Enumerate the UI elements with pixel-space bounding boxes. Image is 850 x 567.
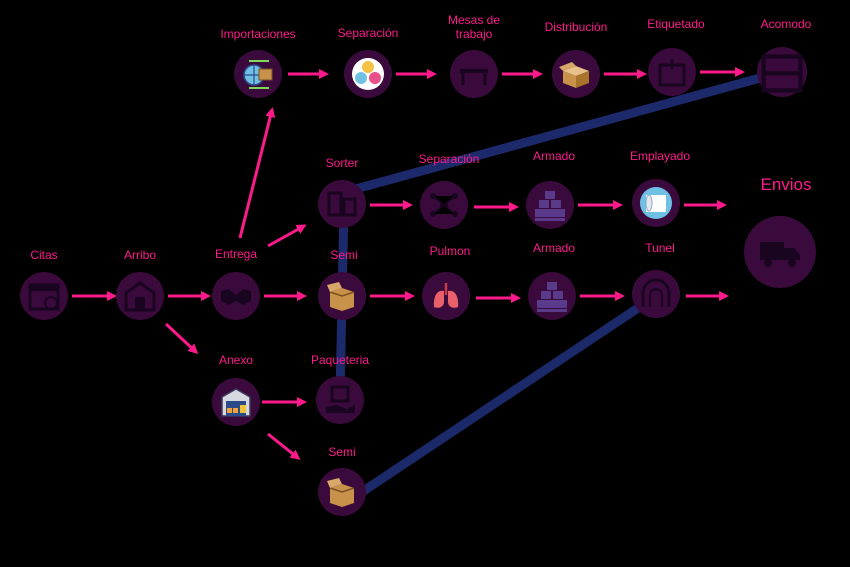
truck-icon (760, 242, 800, 267)
node-etiquetado[interactable] (648, 48, 696, 96)
node-citas[interactable] (20, 272, 68, 320)
label-distribucion: Distribución (544, 20, 608, 34)
node-envios[interactable] (744, 216, 816, 288)
node-acomodo[interactable] (757, 47, 807, 97)
label-entrega: Entrega (214, 247, 258, 261)
arrow-entrega-importaciones (238, 107, 276, 239)
node-pulmon[interactable] (422, 272, 470, 320)
label-armado-top: Armado (532, 149, 576, 163)
label-citas: Citas (30, 248, 58, 262)
label-sorter: Sorter (325, 156, 359, 170)
label-separacion-mid: Separación (418, 152, 480, 166)
network-icon (430, 193, 458, 217)
pallet-boxes-icon (537, 282, 567, 312)
node-arribo[interactable] (116, 272, 164, 320)
node-paqueteria[interactable] (316, 376, 364, 424)
label-box-icon (658, 59, 686, 87)
label-armado-mid: Armado (532, 241, 576, 255)
label-mesas-line1: Mesas de (447, 13, 501, 27)
node-armado-top[interactable] (526, 181, 574, 229)
tunnel-icon (641, 278, 671, 307)
node-mesas[interactable] (450, 50, 498, 98)
node-separacion-mid[interactable] (420, 181, 468, 229)
open-box-icon (327, 282, 355, 311)
label-tunel: Tunel (645, 241, 675, 255)
label-anexo: Anexo (218, 353, 254, 367)
wrap-roll-icon (640, 187, 672, 219)
label-envios: Envios (760, 175, 812, 194)
node-entrega[interactable] (212, 272, 260, 320)
node-importaciones[interactable] (234, 50, 282, 98)
arrow-arribo-anexo (164, 322, 199, 355)
label-semi-mid: Semi (330, 248, 358, 262)
arrow-entrega-sorter (267, 224, 307, 248)
work-table-icon (460, 69, 488, 85)
connector-semi-tunel (345, 295, 655, 505)
label-arribo: Arribo (123, 248, 156, 262)
node-semi-mid[interactable] (318, 272, 366, 320)
sorter-icon (327, 191, 357, 217)
node-sorter[interactable] (318, 180, 366, 228)
node-anexo[interactable] (212, 378, 260, 426)
label-semi-low: Semi (328, 445, 356, 459)
node-semi-low[interactable] (318, 468, 366, 516)
warehouse-annex-icon (221, 388, 251, 417)
warehouse-icon (124, 281, 156, 312)
label-emplayado: Emplayado (629, 149, 691, 163)
open-box-icon (327, 478, 355, 507)
arrow-anexo-semi (267, 432, 301, 460)
open-box-icon (559, 62, 589, 88)
flow-arrows (72, 67, 745, 460)
globe-box-icon (243, 60, 273, 89)
connector-sorter-acomodo (347, 67, 787, 195)
label-separacion-top: Separación (337, 26, 399, 40)
label-importaciones: Importaciones (220, 27, 296, 41)
lungs-icon (433, 283, 459, 308)
node-emplayado[interactable] (632, 179, 680, 227)
label-mesas-line2: trabajo (455, 27, 493, 41)
label-paqueteria: Paqueteria (310, 353, 370, 367)
handshake-icon (221, 289, 251, 305)
node-separacion-top[interactable] (344, 50, 392, 98)
pallet-boxes-icon (535, 191, 565, 221)
label-acomodo: Acomodo (760, 17, 812, 31)
parcel-hand-icon (326, 385, 355, 413)
shelving-icon (761, 54, 803, 93)
node-tunel[interactable] (632, 270, 680, 318)
sorting-balls-icon (352, 58, 384, 90)
label-pulmon: Pulmon (429, 244, 471, 258)
node-distribucion[interactable] (552, 50, 600, 98)
node-armado-mid[interactable] (528, 272, 576, 320)
label-etiquetado: Etiquetado (647, 17, 705, 31)
calendar-icon (28, 283, 60, 311)
